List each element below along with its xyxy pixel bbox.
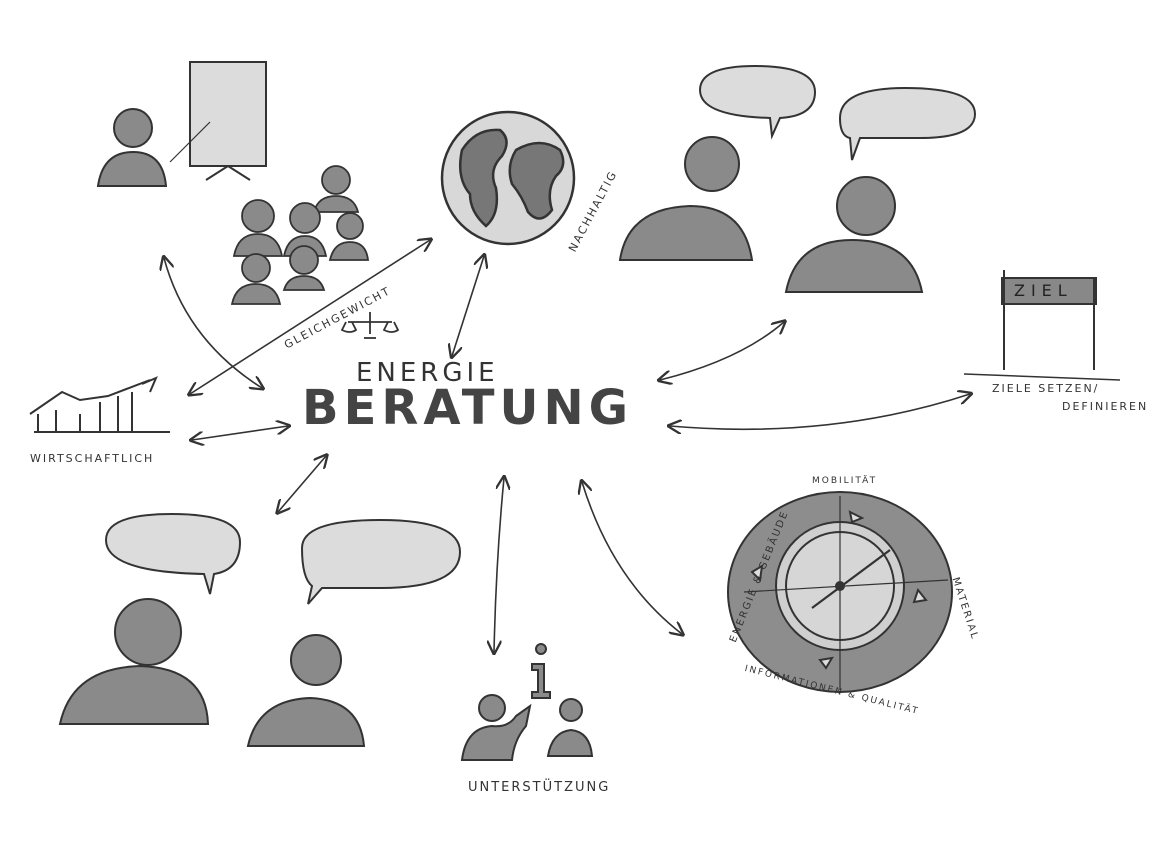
audience-icon [230, 165, 370, 305]
compass-icon [727, 491, 953, 693]
goal-sign-icon [963, 270, 1121, 381]
person-icon [58, 598, 366, 747]
globe-icon [440, 110, 576, 246]
info-support-icon [460, 643, 594, 761]
label-wirtschaftlich: WIRTSCHAFTLICH [30, 452, 155, 465]
label-unterstuetzung: UNTERSTÜTZUNG [468, 780, 611, 795]
connection-arrows [164, 240, 970, 652]
label-ziele-setzen: ZIELE SETZEN/ [992, 382, 1100, 395]
center-subtitle: ENERGIE [356, 358, 499, 388]
growth-chart-icon [29, 376, 170, 433]
goal-sign-text: ZIEL [1014, 281, 1073, 300]
label-mobilitaet: MOBILITÄT [812, 476, 878, 486]
speech-bubble-icon [698, 64, 977, 161]
speech-bubble-icon [104, 512, 462, 605]
label-definieren: DEFINIEREN [1062, 400, 1149, 413]
flipchart-icon [169, 61, 267, 181]
center-title: BERATUNG [302, 380, 634, 436]
presenter-icon [96, 108, 168, 187]
person-icon [618, 136, 924, 293]
